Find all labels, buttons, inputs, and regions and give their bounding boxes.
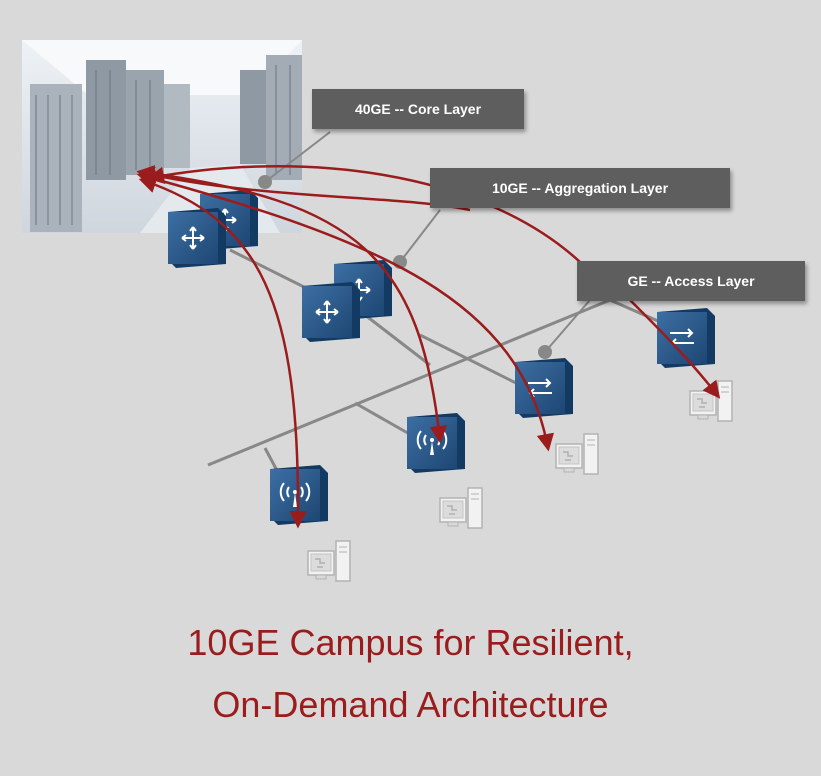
access-layer-label: GE -- Access Layer [577,261,805,301]
access-switch-1 [515,358,573,418]
datacenter-image [22,40,302,233]
access-switch-2 [657,308,715,368]
core-switch-2 [168,208,226,268]
diagram-title-line-2: On-Demand Architecture [212,684,609,725]
aggregation-layer-label: 10GE -- Aggregation Layer [430,168,730,208]
aggregation-switch-2 [302,282,360,342]
pc-icon [439,487,483,529]
pc-icon [555,433,599,475]
core-layer-label: 40GE -- Core Layer [312,89,524,129]
pc-icon [307,540,351,582]
diagram-title-line-1: 10GE Campus for Resilient, [187,622,634,663]
access-point-2 [407,413,465,473]
